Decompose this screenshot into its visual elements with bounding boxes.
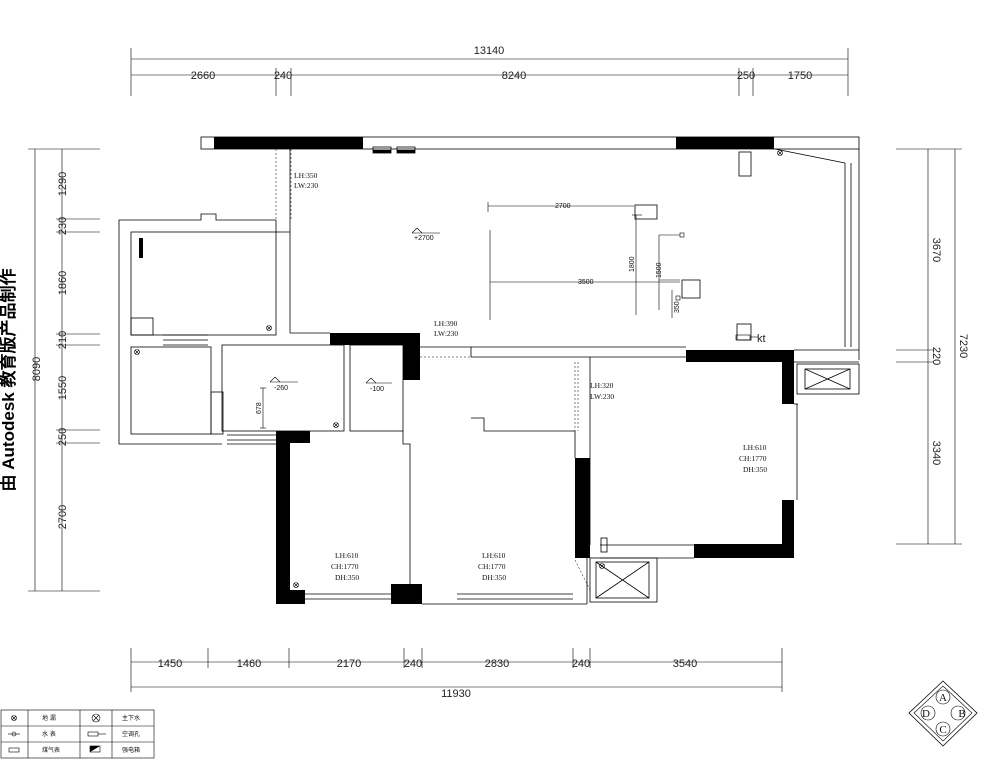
power-box-icon <box>89 745 101 753</box>
dim-678: 678 <box>256 402 263 414</box>
dim-left-seg: 210 <box>57 331 69 349</box>
dim-right-seg: 3670 <box>930 238 942 262</box>
walls-outline <box>118 136 860 605</box>
right-dimension-chain: 3670 220 3340 7230 <box>896 148 969 545</box>
legend-label: 强电箱 <box>122 746 140 754</box>
legend-table: 地 漏 主下水 水 表 空调孔 煤气表 强电箱 <box>0 709 155 759</box>
dim-left-total: 8090 <box>31 357 43 381</box>
legend-label: 空调孔 <box>122 730 140 738</box>
dim-3500: 3500 <box>578 279 594 286</box>
dim-right-seg: 220 <box>930 347 942 365</box>
dim-right-seg: 3340 <box>930 441 942 465</box>
level-area-b: -100 <box>370 386 384 393</box>
floor-drain-icon <box>266 325 272 331</box>
floor-drains <box>134 150 783 588</box>
note-lh: LH:610 <box>743 443 767 452</box>
dim-top-seg: 1750 <box>788 70 812 82</box>
walls-solid <box>214 137 794 604</box>
dim-bottom-seg: 240 <box>404 658 422 670</box>
left-dimension-chain: 8090 1290 230 1860 210 1550 250 2700 <box>28 148 100 592</box>
water-meter-icon <box>8 731 20 737</box>
opening-notes: LH:350 LW:230 LH:390 LW:230 LH:320 LW:23… <box>294 171 767 582</box>
dim-350: 350 <box>674 301 681 313</box>
ac-label: kt <box>757 333 766 345</box>
legend-label: 煤气表 <box>42 746 60 754</box>
floor-drain-icon <box>134 349 140 355</box>
dim-bottom-seg: 2830 <box>485 658 509 670</box>
abcd-seal-logo: A B C D <box>908 680 978 747</box>
top-dimension-chain: 13140 2660 240 8240 250 1750 <box>130 45 849 96</box>
openings-dashed <box>275 149 591 591</box>
dim-1800: 1800 <box>629 256 636 272</box>
dim-left-seg: 1290 <box>57 172 69 196</box>
legend-label: 主下水 <box>122 714 140 722</box>
dim-left-seg: 1860 <box>57 271 69 295</box>
seal-letter: B <box>958 708 965 720</box>
dim-bottom-seg: 3540 <box>673 658 697 670</box>
floor-drain-icon <box>777 150 783 156</box>
floor-drain-icon <box>293 582 299 588</box>
legend-label: 地 漏 <box>42 714 56 722</box>
dim-left-seg: 250 <box>57 428 69 446</box>
level-living: +2700 <box>414 235 434 242</box>
floor-drain-icon <box>333 422 339 428</box>
dim-top-total: 13140 <box>474 45 505 57</box>
note-lh: LH:350 <box>294 171 318 180</box>
note-dh: DH:350 <box>743 465 767 474</box>
dim-top-seg: 250 <box>737 70 755 82</box>
dim-bottom-seg: 1450 <box>158 658 182 670</box>
bottom-dimension-chain: 1450 1460 2170 240 2830 240 3540 11930 <box>130 648 783 700</box>
seal-letter: C <box>939 724 946 736</box>
note-ch: CH:1770 <box>478 562 506 571</box>
note-dh: DH:350 <box>482 573 506 582</box>
seal-letter: D <box>922 708 930 720</box>
note-lh: LH:610 <box>335 551 359 560</box>
dim-top-seg: 2660 <box>191 70 215 82</box>
dim-bottom-seg: 2170 <box>337 658 361 670</box>
dim-bottom-total: 11930 <box>441 688 471 700</box>
dim-2700: 2700 <box>555 203 571 210</box>
floor-drain-icon <box>11 715 17 721</box>
sewer-pipe-icon <box>91 713 101 723</box>
note-lh: LH:320 <box>590 381 614 390</box>
note-lh: LH:390 <box>434 319 458 328</box>
dim-top-seg: 240 <box>274 70 292 82</box>
dim-left-seg: 2700 <box>57 505 69 529</box>
inner-dimensions: 2700 3500 1800 1500 350 678 <box>256 202 685 429</box>
dim-1500: 1500 <box>656 262 663 278</box>
equipment <box>130 146 752 553</box>
ac-unit-symbol: kt <box>735 333 766 345</box>
dim-right-total: 7230 <box>957 334 969 358</box>
watermark-text: 由 Autodesk 教育版产品制作 <box>0 269 18 492</box>
note-dh: DH:350 <box>335 573 359 582</box>
dim-bottom-seg: 240 <box>572 658 590 670</box>
gas-meter-icon <box>8 747 20 753</box>
note-lh: LH:610 <box>482 551 506 560</box>
note-lw: LW:230 <box>434 329 458 338</box>
ac-hole-icon <box>87 731 106 737</box>
seal-letter: A <box>939 692 947 704</box>
dim-top-seg: 8240 <box>502 70 526 82</box>
shaft-boxes <box>595 363 860 599</box>
note-ch: CH:1770 <box>739 454 767 463</box>
dim-bottom-seg: 1460 <box>237 658 261 670</box>
note-lw: LW:230 <box>590 392 614 401</box>
level-area-a: -260 <box>274 385 288 392</box>
floor-drain-icon <box>599 563 605 569</box>
level-markers: +2700 -260 -100 <box>269 227 440 393</box>
dim-left-seg: 230 <box>57 217 69 235</box>
legend-label: 水 表 <box>42 730 56 738</box>
note-lw: LW:230 <box>294 181 318 190</box>
dim-left-seg: 1550 <box>57 376 69 400</box>
note-ch: CH:1770 <box>331 562 359 571</box>
